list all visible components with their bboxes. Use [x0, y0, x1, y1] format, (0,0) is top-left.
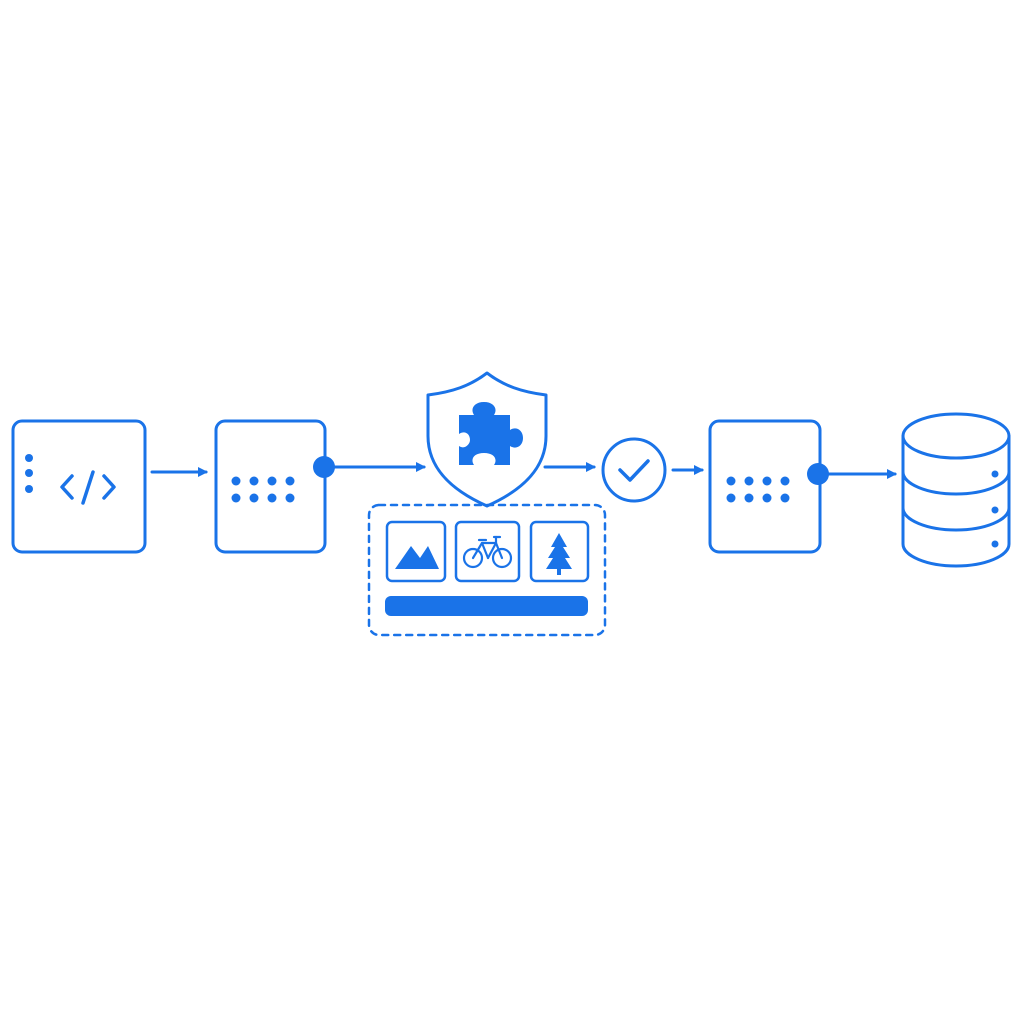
tree-icon	[546, 533, 572, 575]
output-port	[807, 463, 829, 485]
security-verification-node	[426, 371, 548, 508]
database-node	[901, 412, 1011, 568]
input-payload-node	[214, 419, 335, 554]
bicycle-icon	[462, 535, 513, 569]
mountain-icon	[395, 546, 439, 569]
database-status-dots	[991, 470, 999, 548]
database-icon	[901, 412, 1011, 568]
challenge-tile-bicycle[interactable]	[454, 520, 521, 583]
check-circle-icon	[601, 437, 667, 503]
challenge-tile-mountain[interactable]	[385, 520, 447, 583]
check-mark-icon	[618, 459, 650, 482]
challenge-tile-tree[interactable]	[529, 520, 590, 583]
dot-grid-icon	[726, 476, 790, 503]
output-payload-node	[708, 419, 829, 554]
puzzle-piece-icon	[459, 402, 523, 465]
dot-grid-icon	[231, 476, 295, 503]
verified-node	[601, 437, 667, 503]
progress-bar-fill	[385, 596, 588, 616]
sidebar-dots	[25, 454, 33, 493]
source-code-node	[11, 419, 147, 554]
code-brackets-icon	[60, 470, 116, 505]
output-port	[313, 456, 335, 478]
challenge-panel	[367, 503, 607, 637]
